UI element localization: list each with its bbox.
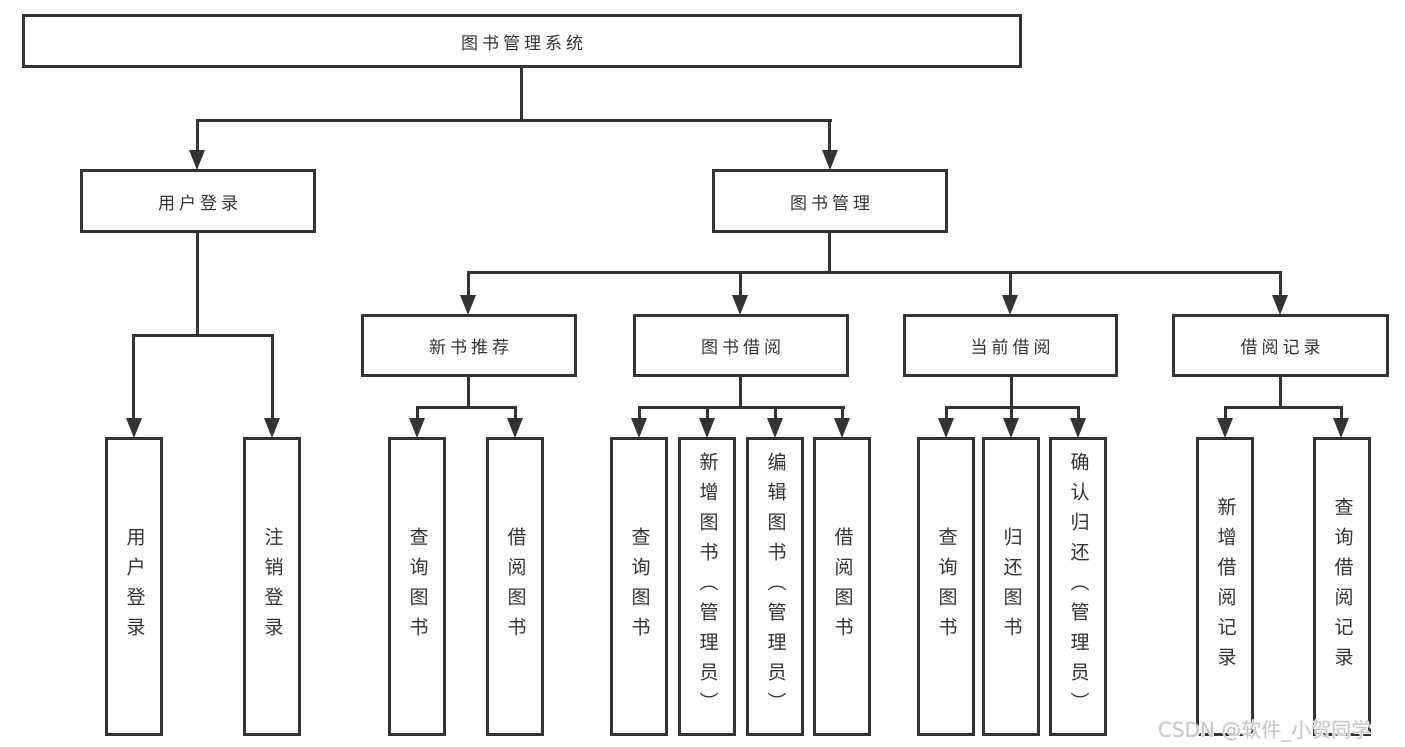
connector-arrowhead [938,418,954,438]
connector-vline [1224,406,1227,422]
node-borrow-records: 借阅记录 [1172,314,1389,377]
connector-arrowhead [409,418,425,438]
connector-hline [416,406,517,409]
connector-vline [1340,406,1343,422]
connector-vline [774,406,777,422]
leaf-label: 查询图书 [628,526,651,647]
node-current-borrow: 当前借阅 [903,314,1118,377]
node-new-book-recommend: 新书推荐 [361,314,577,377]
leaf-borrow-books-newbooks: 借阅图书 [486,437,544,736]
leaf-label: 编辑图书（管理员） [764,451,787,722]
connector-arrowhead [1272,295,1288,315]
connector-vline [196,119,199,152]
connector-arrowhead [834,418,850,438]
leaf-label: 注销登录 [261,526,284,647]
leaf-label: 查询图书 [406,526,429,647]
leaf-label: 借阅图书 [831,526,854,647]
leaf-add-borrow-record: 新增借阅记录 [1196,437,1254,736]
connector-vline [467,375,470,409]
connector-vline [828,231,831,274]
connector-hline [132,334,274,337]
connector-vline [1279,271,1282,297]
connector-arrowhead [507,418,523,438]
connector-hline [196,119,832,122]
connector-arrowhead [631,418,647,438]
leaf-query-books-borrow: 查询图书 [610,437,668,736]
connector-arrowhead [1003,418,1019,438]
connector-vline [828,119,831,152]
connector-arrowhead [699,418,715,438]
leaf-label: 归还图书 [1000,526,1023,647]
connector-vline [945,406,948,422]
connector-vline [514,406,517,422]
leaf-label: 查询借阅记录 [1331,496,1354,677]
connector-vline [1010,406,1013,422]
connector-vline [706,406,709,422]
leaf-label: 借阅图书 [504,526,527,647]
connector-vline [1009,271,1012,297]
connector-arrowhead [126,418,142,438]
connector-arrowhead [732,295,748,315]
leaf-label: 新增图书（管理员） [696,451,719,722]
connector-vline [1077,406,1080,422]
leaf-user-login: 用户登录 [105,437,163,736]
leaf-label: 新增借阅记录 [1214,496,1237,677]
leaf-confirm-return-admin: 确认归还（管理员） [1049,437,1107,736]
connector-vline [739,375,742,409]
leaf-add-books-admin: 新增图书（管理员） [678,437,736,736]
csdn-watermark: CSDN @软件_小贺同学 [1158,718,1372,742]
connector-vline [1010,375,1013,409]
leaf-return-books: 归还图书 [982,437,1040,736]
connector-hline [638,406,845,409]
leaf-label: 查询图书 [935,526,958,647]
connector-arrowhead [1217,418,1233,438]
connector-vline [841,406,844,422]
connector-vline [416,406,419,422]
connector-hline [467,271,1282,274]
leaf-query-borrow-record: 查询借阅记录 [1313,437,1371,736]
connector-arrowhead [1002,295,1018,315]
connector-arrowhead [189,150,205,170]
connector-vline [467,271,470,297]
connector-vline [132,334,135,420]
connector-arrowhead [822,150,838,170]
connector-arrowhead [767,418,783,438]
node-book-borrow: 图书借阅 [633,314,849,377]
node-user-login: 用户登录 [80,169,316,233]
leaf-borrow-books: 借阅图书 [813,437,871,736]
connector-vline [1279,375,1282,409]
connector-arrowhead [1070,418,1086,438]
leaf-query-books-newbooks: 查询图书 [388,437,446,736]
leaf-query-books-current: 查询图书 [917,437,975,736]
connector-vline [271,334,274,420]
node-library-system: 图书管理系统 [22,14,1022,68]
connector-arrowhead [460,295,476,315]
connector-vline [739,271,742,297]
connector-vline [638,406,641,422]
leaf-label: 确认归还（管理员） [1067,451,1090,722]
connector-vline [520,66,523,121]
connector-hline [1224,406,1343,409]
leaf-edit-books-admin: 编辑图书（管理员） [746,437,804,736]
connector-arrowhead [1333,418,1349,438]
leaf-logout: 注销登录 [243,437,301,736]
leaf-label: 用户登录 [123,526,146,647]
node-book-management: 图书管理 [712,169,948,233]
connector-arrowhead [264,418,280,438]
connector-vline [196,231,199,337]
